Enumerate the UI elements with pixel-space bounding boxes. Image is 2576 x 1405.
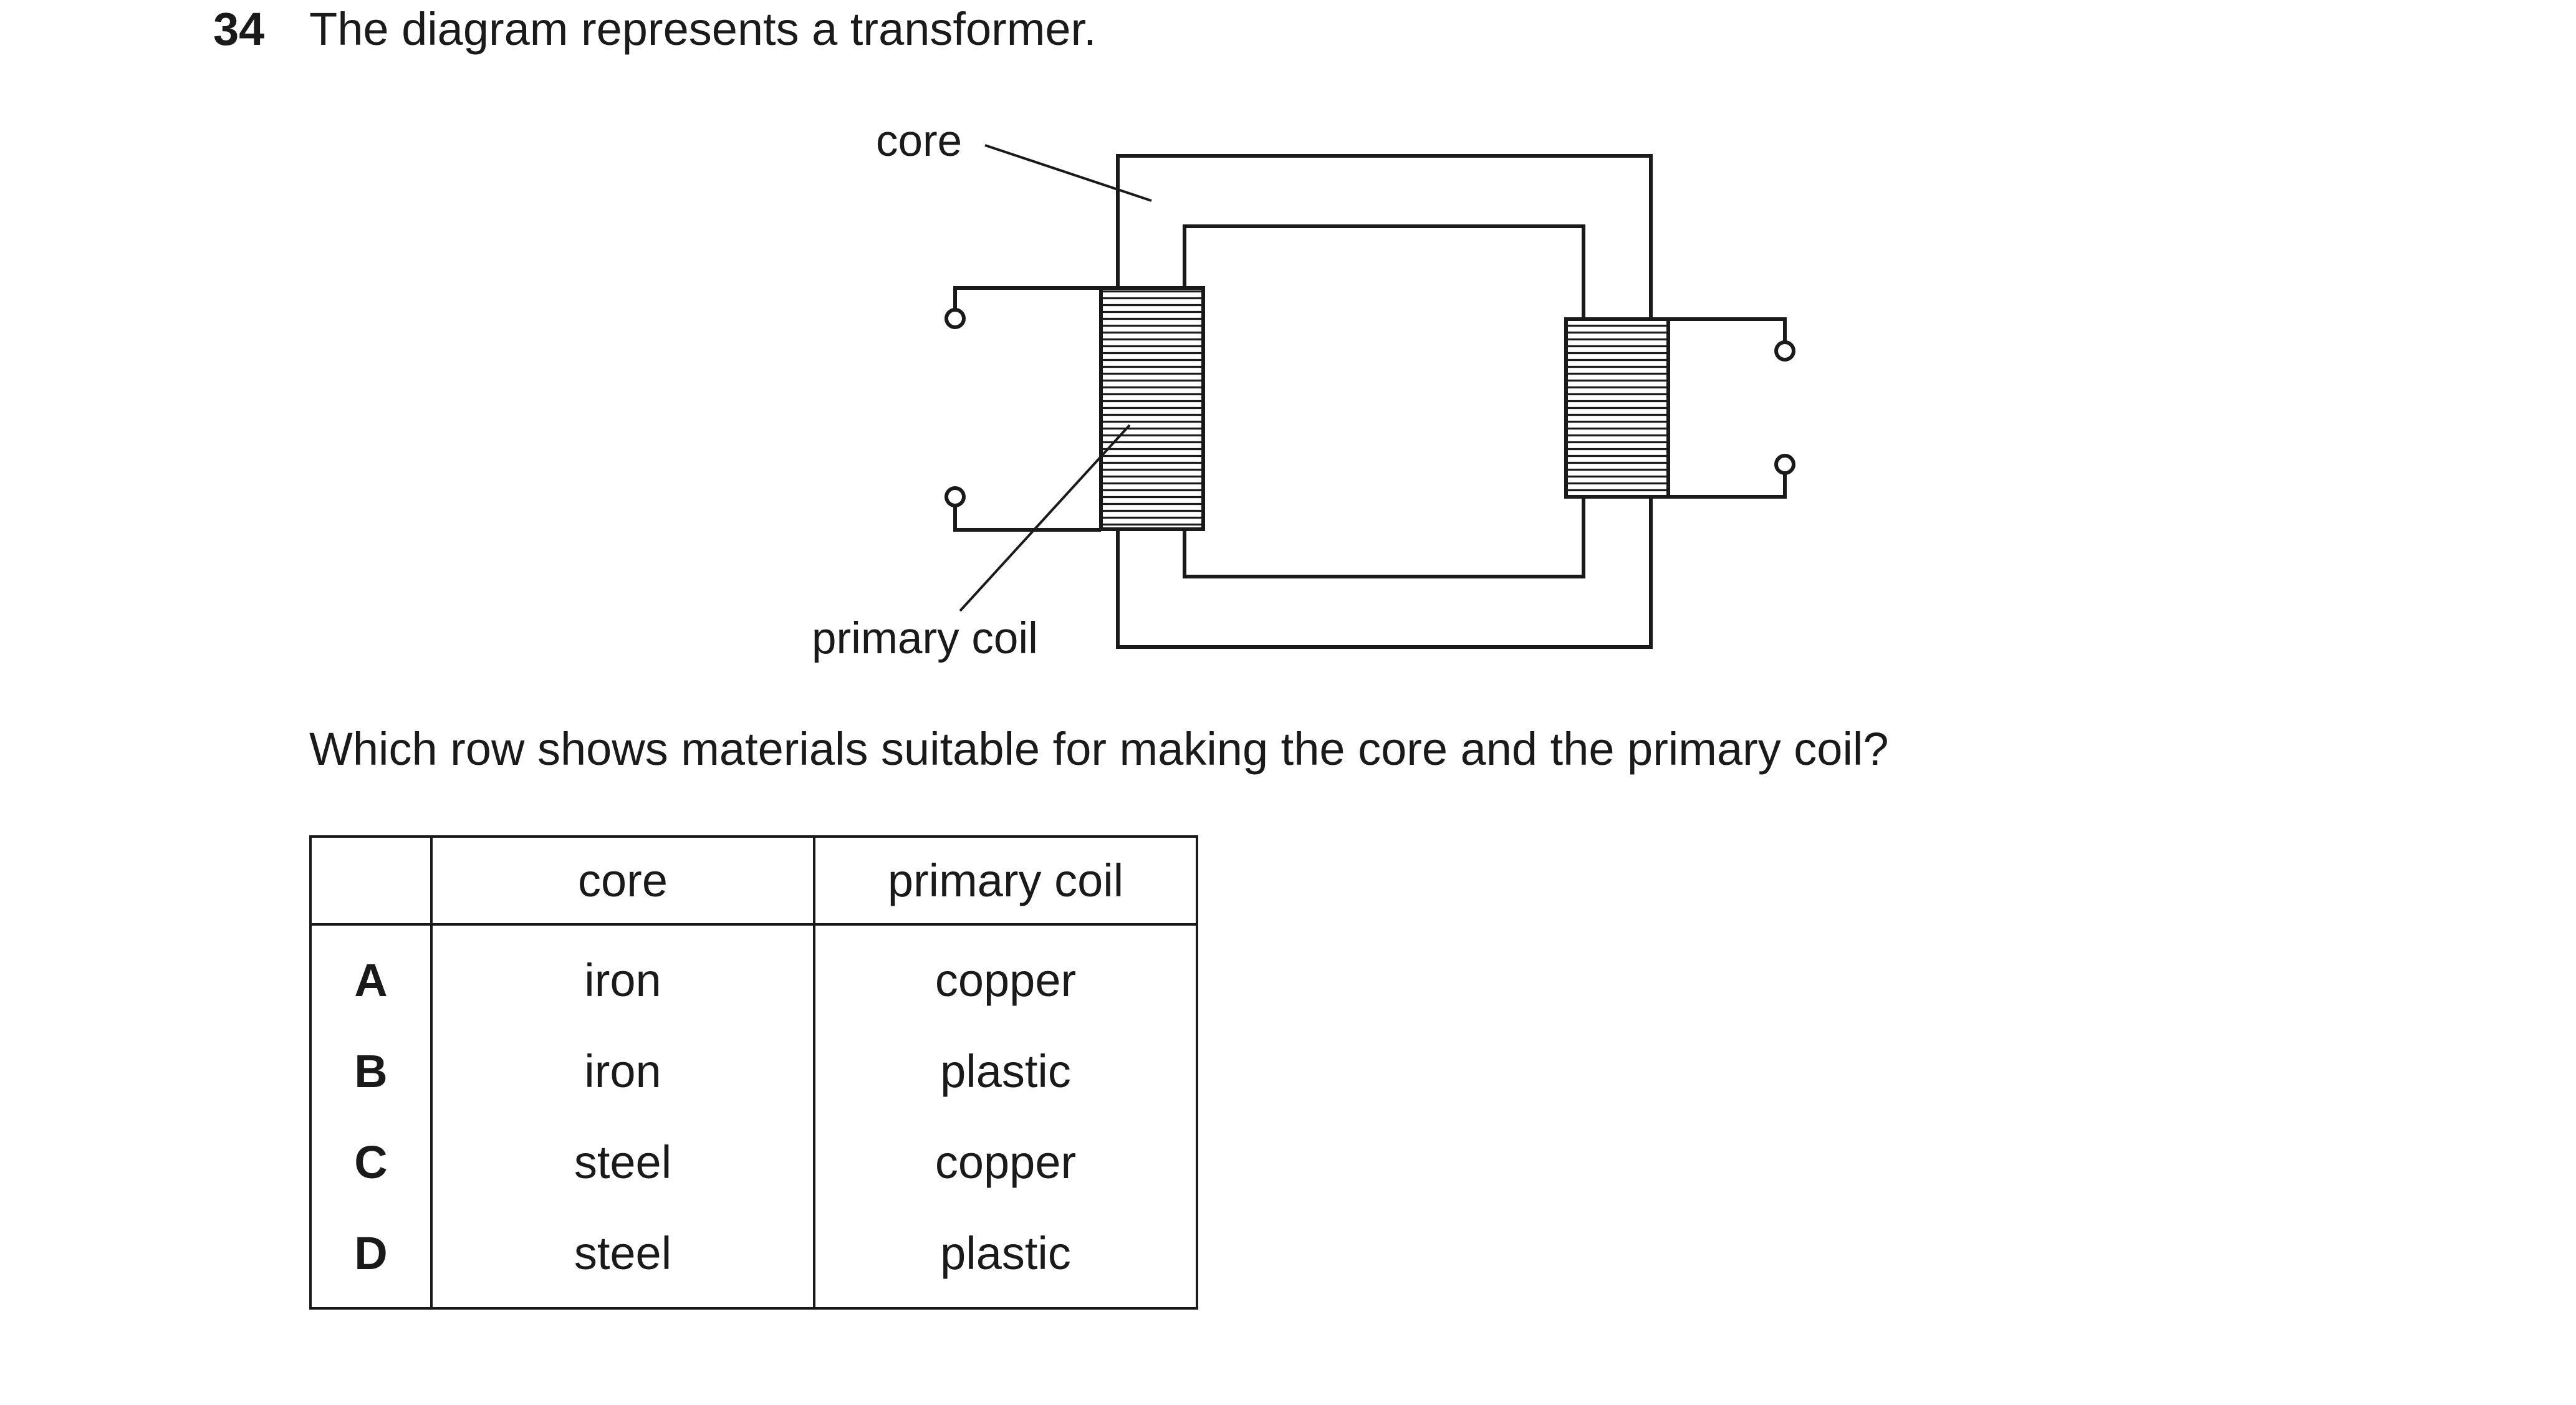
header-core: core	[430, 835, 815, 926]
row-letter: D	[309, 1207, 433, 1310]
secondary-coil-winding	[1564, 317, 1670, 499]
answer-table: core primary coil A iron copper B iron p…	[309, 835, 1198, 1310]
table-row: C steel copper	[309, 1116, 1198, 1207]
core-leader-line	[984, 144, 1152, 202]
row-core: steel	[430, 1116, 815, 1207]
row-primary-coil: copper	[813, 1116, 1198, 1207]
header-letter	[309, 835, 433, 926]
row-primary-coil: copper	[813, 924, 1198, 1025]
primary-coil-leader-line	[959, 424, 1131, 612]
row-primary-coil: plastic	[813, 1025, 1198, 1116]
row-letter: B	[309, 1025, 433, 1116]
row-core: iron	[430, 1025, 815, 1116]
row-primary-coil: plastic	[813, 1207, 1198, 1310]
table-row: B iron plastic	[309, 1025, 1198, 1116]
transformer-diagram: core primary coil	[812, 117, 1795, 663]
table-row: A iron copper	[309, 924, 1198, 1025]
primary-coil-label: primary coil	[812, 614, 1038, 663]
primary-coil-winding	[1099, 286, 1205, 531]
core-inner-outline	[1183, 224, 1585, 578]
table-row: D steel plastic	[309, 1207, 1198, 1310]
header-primary-coil: primary coil	[813, 835, 1198, 926]
question-text: The diagram represents a transformer.	[309, 3, 1097, 55]
row-letter: C	[309, 1116, 433, 1207]
question-prompt: Which row shows materials suitable for m…	[309, 723, 1889, 775]
row-core: steel	[430, 1207, 815, 1310]
row-core: iron	[430, 924, 815, 1025]
row-letter: A	[309, 924, 433, 1025]
table-header-row: core primary coil	[309, 835, 1198, 926]
core-label: core	[876, 117, 962, 166]
secondary-terminals	[1668, 317, 1795, 499]
question-number: 34	[213, 3, 265, 55]
primary-terminals	[944, 286, 1101, 532]
